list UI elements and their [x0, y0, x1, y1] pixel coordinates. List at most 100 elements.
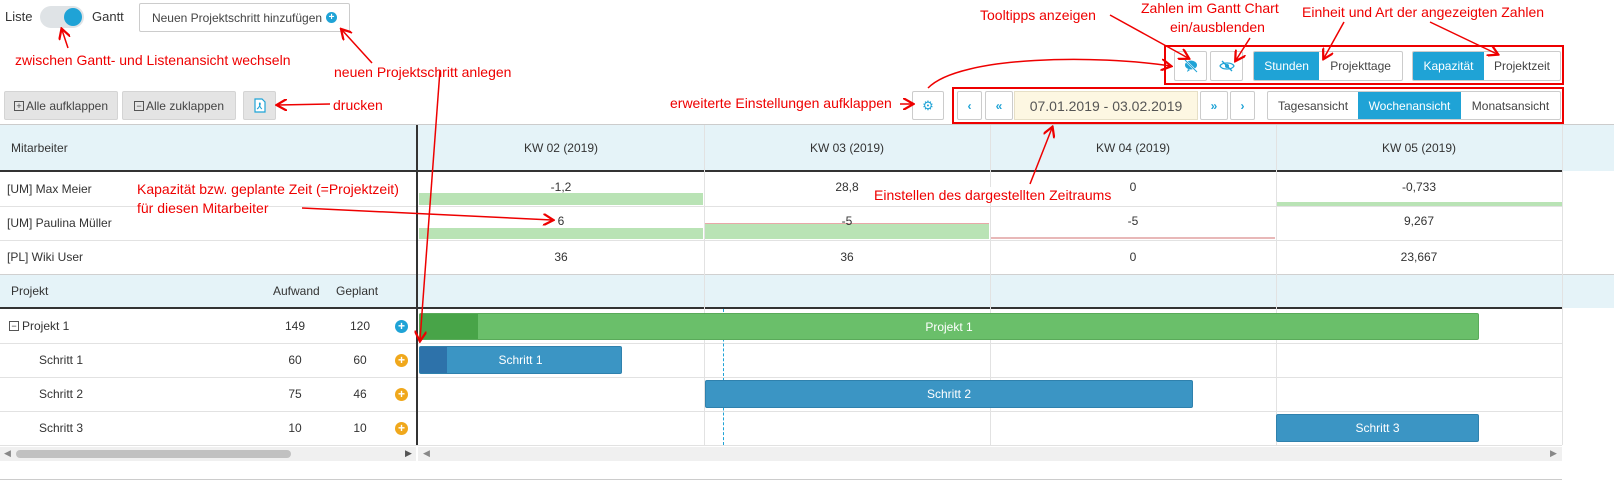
step-bar-label: Schritt 2	[926, 387, 971, 401]
employee-value: -1,2	[550, 180, 572, 194]
effort-value: 60	[288, 353, 302, 367]
tooltips-toggle-button[interactable]	[1174, 51, 1207, 81]
employee-value: 36	[840, 250, 854, 264]
view-month-option[interactable]: Monatsansicht	[1471, 98, 1550, 113]
project-name: Projekt 1	[22, 319, 70, 333]
collapse-icon[interactable]: −	[9, 321, 19, 331]
prev-button[interactable]: ‹	[957, 91, 982, 120]
row-divider	[0, 206, 1562, 207]
planned-value: 120	[349, 319, 371, 333]
date-range-text: 07.01.2019 - 03.02.2019	[1029, 97, 1183, 114]
grid-bottom-border	[0, 479, 1562, 480]
employee-header-label: Mitarbeiter	[11, 141, 68, 155]
step-name: Schritt 3	[39, 421, 84, 435]
date-range-field[interactable]: 07.01.2019 - 03.02.2019	[1014, 91, 1198, 120]
step-bar[interactable]: Schritt 3	[1276, 414, 1479, 442]
numbers-toggle-button[interactable]	[1210, 51, 1243, 81]
project-bar[interactable]: Projekt 1	[419, 313, 1479, 340]
step-name: Schritt 2	[39, 387, 84, 401]
type-projecttime-option[interactable]: Projektzeit	[1493, 59, 1550, 73]
expand-all-button[interactable]: + Alle aufklappen	[4, 91, 118, 120]
eye-slash-icon	[1218, 60, 1235, 72]
arrow	[342, 30, 373, 64]
view-day-option[interactable]: Tagesansicht	[1277, 98, 1349, 113]
step-bar[interactable]: Schritt 2	[705, 380, 1193, 408]
unit-hours-option[interactable]: Stunden	[1254, 52, 1320, 80]
planned-value: 60	[353, 353, 367, 367]
view-toggle[interactable]	[40, 6, 84, 28]
unit-projectdays-option[interactable]: Projekttage	[1330, 59, 1391, 73]
step-bar[interactable]: Schritt 1	[419, 346, 622, 374]
employee-value: 28,8	[835, 180, 859, 194]
collapse-all-label: Alle zuklappen	[145, 98, 225, 113]
employee-name: [UM] Paulina Müller	[7, 216, 112, 230]
scroll-left-arrow[interactable]: ◀	[4, 448, 11, 458]
row-divider	[0, 377, 1562, 378]
capacity-bar	[1277, 202, 1562, 206]
annotation-capacity-1: Kapazität bzw. geplante Zeit (=Projektze…	[137, 181, 399, 197]
header-divider	[0, 307, 1562, 309]
step-bar-label: Schritt 3	[1355, 421, 1400, 435]
project-row[interactable]: − Projekt 1	[9, 309, 69, 343]
add-substep-icon[interactable]: +	[395, 354, 408, 367]
add-substep-icon[interactable]: +	[395, 388, 408, 401]
add-substep-icon[interactable]: +	[395, 422, 408, 435]
next-button[interactable]: ›	[1230, 91, 1255, 120]
employee-value: 6	[557, 214, 565, 228]
add-project-step-button[interactable]: Neuen Projektschritt hinzufügen +	[139, 3, 350, 32]
scroll-right-arrow[interactable]: ▶	[405, 448, 412, 458]
week-header: KW 05 (2019)	[1381, 141, 1457, 155]
right-scrollbar[interactable]: ◀ ▶	[418, 447, 1562, 461]
employee-value: 36	[554, 250, 568, 264]
employee-value: 0	[1129, 180, 1137, 194]
step-progress	[420, 347, 447, 373]
employee-name: [PL] Wiki User	[7, 250, 84, 264]
employee-value: 0	[1129, 250, 1137, 264]
employee-value: 9,267	[1403, 214, 1435, 228]
employee-value: -5	[841, 214, 853, 228]
arrow	[278, 104, 331, 105]
row-divider	[0, 343, 1562, 344]
unit-selector: Stunden Projekttage	[1253, 51, 1403, 81]
print-pdf-button[interactable]	[243, 91, 276, 120]
prev-fast-button[interactable]: «	[985, 91, 1013, 120]
scroll-thumb[interactable]	[16, 450, 291, 458]
scroll-right-arrow[interactable]: ▶	[1550, 448, 1557, 458]
week-divider	[1562, 125, 1563, 445]
next-fast-button[interactable]: »	[1200, 91, 1228, 120]
advanced-settings-button[interactable]: ⚙	[912, 91, 944, 120]
capacity-bar	[419, 193, 703, 205]
plus-square-icon: +	[13, 100, 24, 111]
collapse-all-button[interactable]: − Alle zuklappen	[122, 91, 236, 120]
expand-all-label: Alle aufklappen	[25, 98, 109, 113]
add-step-label: Neuen Projektschritt hinzufügen	[151, 10, 323, 25]
period-highlight-box	[952, 87, 1564, 124]
employee-header	[0, 125, 1614, 171]
row-divider	[0, 411, 1562, 412]
employee-value: -0,733	[1401, 180, 1437, 194]
left-scrollbar[interactable]: ◀ ▶	[0, 447, 416, 461]
arrow	[62, 30, 68, 49]
annotation-numbers-2: ein/ausblenden	[1170, 19, 1265, 35]
week-header: KW 02 (2019)	[523, 141, 599, 155]
plus-circle-icon: +	[326, 12, 338, 23]
employee-name: [UM] Max Meier	[7, 182, 92, 196]
week-header: KW 03 (2019)	[809, 141, 885, 155]
week-header: KW 04 (2019)	[1095, 141, 1171, 155]
view-selector: Tagesansicht Wochenansicht Monatsansicht	[1267, 91, 1561, 120]
gear-icon: ⚙	[922, 97, 934, 113]
pdf-icon	[253, 98, 266, 113]
add-step-icon[interactable]: +	[395, 320, 408, 333]
project-header-label: Projekt	[11, 284, 49, 298]
header-divider	[0, 170, 1562, 172]
capacity-bar	[991, 237, 1275, 239]
view-week-option[interactable]: Wochenansicht	[1358, 92, 1461, 119]
pane-splitter[interactable]	[416, 125, 418, 445]
planned-value: 46	[353, 387, 367, 401]
type-selector: Kapazität Projektzeit	[1412, 51, 1561, 81]
project-bar-label: Projekt 1	[925, 319, 973, 334]
type-capacity-option[interactable]: Kapazität	[1413, 52, 1484, 80]
project-progress	[420, 314, 478, 339]
planned-value: 10	[353, 421, 367, 435]
scroll-left-arrow[interactable]: ◀	[423, 448, 430, 458]
